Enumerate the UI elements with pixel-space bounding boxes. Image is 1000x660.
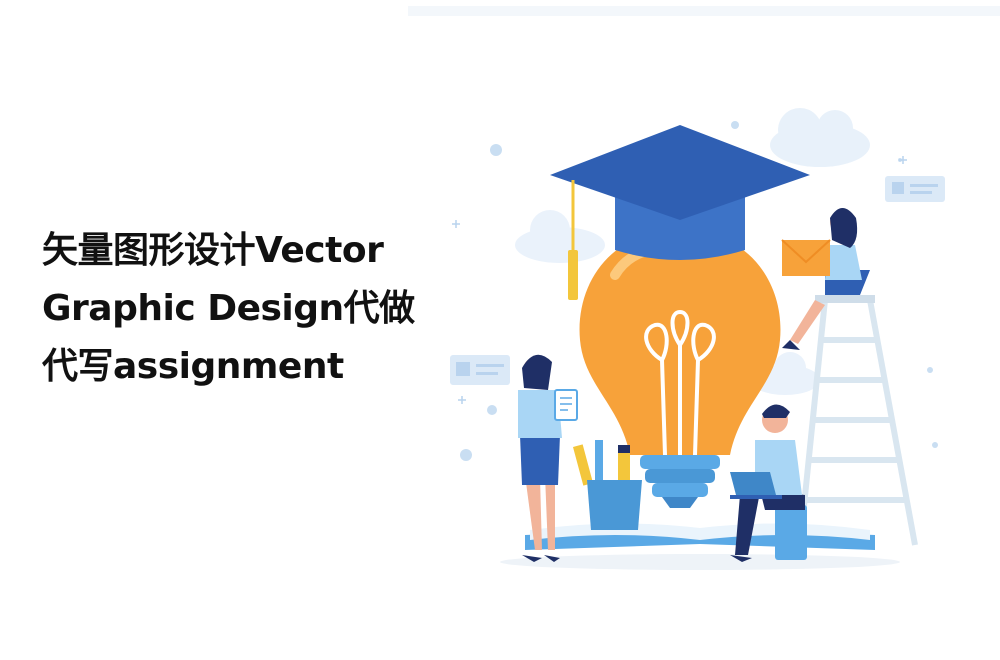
title-line-3: 代写assignment <box>42 346 344 387</box>
floor-shadow <box>500 554 900 570</box>
ladder-icon <box>797 295 918 546</box>
cloud-icon <box>515 210 605 263</box>
person-on-ladder <box>782 208 870 350</box>
title-line-2: Graphic Design代做 <box>42 288 415 329</box>
person-with-clipboard <box>518 354 562 562</box>
cloud-icon <box>770 108 870 167</box>
title-line-1: 矢量图形设计Vector <box>42 230 384 271</box>
envelope-icon <box>781 239 831 276</box>
clipboard-icon <box>554 389 578 421</box>
education-illustration <box>430 100 970 580</box>
chat-card-icon <box>450 355 510 385</box>
chat-card-icon <box>885 176 945 202</box>
lightbulb-icon <box>579 230 781 508</box>
decor-dots <box>460 121 938 461</box>
top-decor-strip <box>408 6 1000 16</box>
page-title: 矢量图形设计Vector Graphic Design代做 代写assignme… <box>42 222 415 396</box>
graduation-cap-icon <box>550 125 810 300</box>
book-icon <box>525 523 875 550</box>
decor-plus <box>452 156 907 404</box>
pencil-cup-icon <box>572 440 642 530</box>
laptop-icon <box>730 472 782 499</box>
